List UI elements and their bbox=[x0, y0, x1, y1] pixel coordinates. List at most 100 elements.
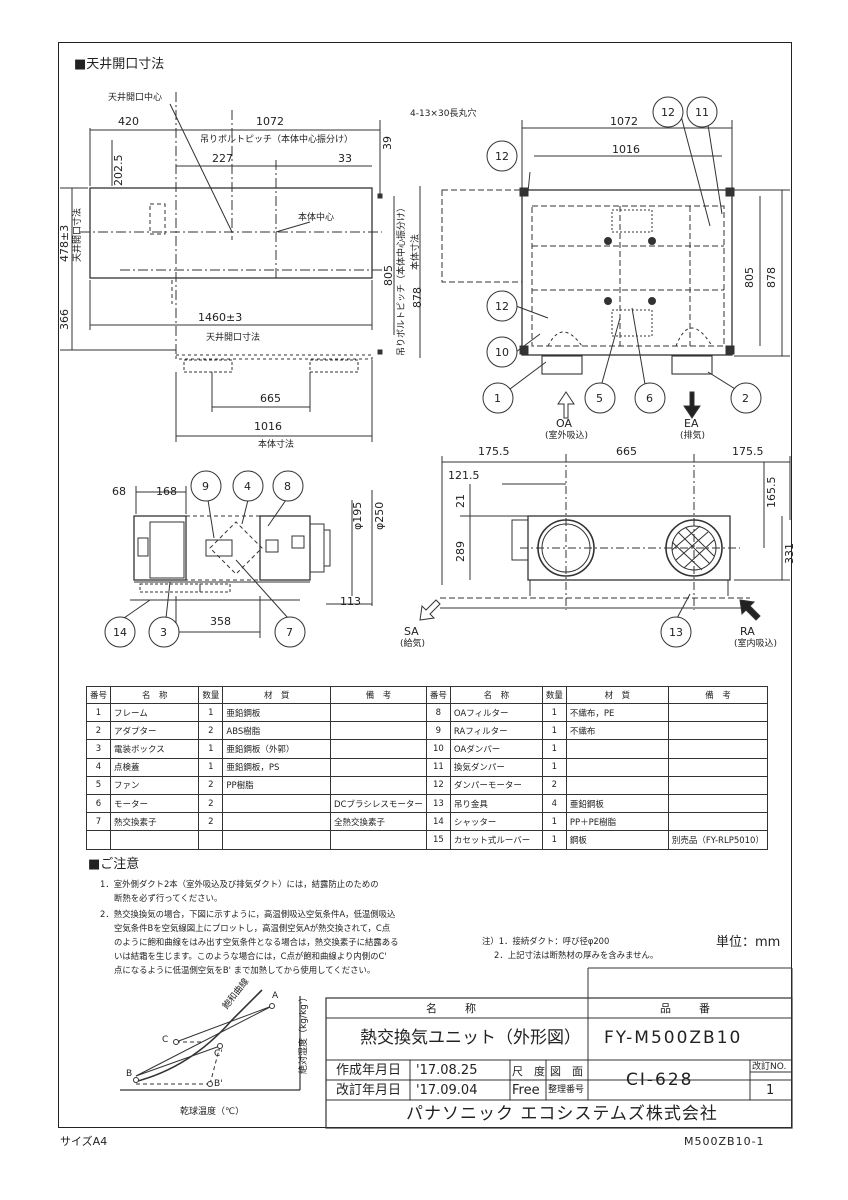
table-cell: PP樹脂 bbox=[222, 775, 332, 795]
table-cell bbox=[330, 702, 427, 723]
callout-4 bbox=[232, 470, 264, 502]
table-cell: アダプター bbox=[110, 721, 200, 741]
psychro-xlabel: 乾球温度（℃） bbox=[180, 1107, 245, 1117]
table-cell: 10 bbox=[425, 739, 451, 759]
dim-665-plan: 665 bbox=[260, 392, 281, 405]
product-name: 熱交換気ユニット（外形図） bbox=[360, 1028, 581, 1048]
callout-6 bbox=[634, 382, 666, 414]
table-cell: 鋼板 bbox=[565, 830, 669, 850]
table-cell: 2 bbox=[198, 793, 224, 814]
callout-14 bbox=[660, 616, 692, 648]
table-cell bbox=[565, 757, 669, 777]
table-cell: フレーム bbox=[110, 702, 200, 723]
callout-label: 12 bbox=[495, 300, 509, 313]
point-b: B bbox=[126, 1069, 133, 1079]
point-c: C bbox=[162, 1035, 169, 1045]
dim-113: 113 bbox=[340, 595, 361, 608]
table-cell: 11 bbox=[425, 757, 451, 777]
notes-heading: ■ご注意 bbox=[88, 857, 140, 872]
callout-label: 7 bbox=[286, 626, 293, 639]
slot-label: 4-13×30長丸穴 bbox=[410, 109, 477, 119]
dim-878-unit: 878 bbox=[765, 267, 778, 288]
table-cell bbox=[667, 793, 769, 814]
header-material: 材 質 bbox=[565, 686, 669, 704]
table-cell: 4 bbox=[541, 793, 567, 814]
note-2-line-3: のように飽和曲線をはみ出す空気条件となる場合は，熱交換素子に結露ある bbox=[114, 937, 399, 947]
table-cell bbox=[565, 739, 669, 759]
ea-sub-label: (排気) bbox=[680, 431, 706, 441]
callout-label: 14 bbox=[113, 626, 127, 639]
header-remarks: 備 考 bbox=[667, 686, 769, 704]
part-number: FY-M500ZB10 bbox=[604, 1028, 743, 1048]
table-cell bbox=[667, 721, 769, 741]
revision-number-label: 改訂NO. bbox=[752, 1062, 787, 1072]
callout-label: 10 bbox=[495, 346, 509, 359]
table-cell bbox=[667, 775, 769, 795]
ref-number: CI-628 bbox=[626, 1070, 694, 1090]
table-cell bbox=[330, 721, 427, 741]
body-size-horizontal: 本体寸法 bbox=[258, 440, 295, 450]
callout-3 bbox=[148, 616, 180, 648]
body-size-vertical: 本体寸法 bbox=[411, 233, 421, 270]
table-cell: 13 bbox=[425, 793, 451, 814]
body-center-label: 本体中心 bbox=[298, 213, 335, 223]
callout-label: 5 bbox=[596, 392, 603, 405]
table-cell: 1 bbox=[85, 702, 112, 723]
dim-478: 478±3 bbox=[58, 224, 71, 262]
dim-165-5: 165.5 bbox=[765, 476, 778, 509]
callout-label: 12 bbox=[495, 150, 509, 163]
table-cell bbox=[198, 830, 224, 850]
table-cell: 1 bbox=[541, 702, 567, 723]
callout-label: 6 bbox=[646, 392, 653, 405]
callout-label: 9 bbox=[202, 480, 209, 493]
table-cell bbox=[330, 739, 427, 759]
dim-68: 68 bbox=[112, 485, 126, 498]
table-cell: 2 bbox=[85, 721, 112, 741]
table-cell: 換気ダンパー bbox=[449, 757, 543, 777]
dim-1016-unit: 1016 bbox=[612, 143, 640, 156]
ra-label: RA bbox=[740, 625, 755, 638]
dim-227: 227 bbox=[212, 152, 233, 165]
scale-value: Free bbox=[512, 1083, 540, 1098]
header-no: 番号 bbox=[85, 686, 112, 704]
dim-39: 39 bbox=[381, 136, 394, 150]
table-cell: 2 bbox=[198, 775, 224, 795]
callout-1 bbox=[482, 382, 514, 414]
callout-label: 3 bbox=[160, 626, 167, 639]
dim-202-5: 202.5 bbox=[112, 154, 125, 187]
footnote-2: 2．上記寸法は断熱材の厚みを含みません。 bbox=[494, 950, 659, 960]
table-cell bbox=[85, 830, 112, 850]
table-cell: 2 bbox=[541, 775, 567, 795]
bolt-pitch-vertical: 吊りボルトピッチ（本体中心振分け） bbox=[397, 202, 407, 356]
callout-8 bbox=[272, 470, 304, 502]
callout-label: 2 bbox=[742, 392, 749, 405]
table-cell bbox=[330, 775, 427, 795]
created-date: '17.08.25 bbox=[416, 1063, 478, 1078]
ceiling-opening-outline bbox=[89, 187, 373, 279]
callout-12-top bbox=[652, 96, 684, 128]
table-cell: 4 bbox=[85, 757, 112, 777]
dim-1072-unit: 1072 bbox=[610, 115, 638, 128]
dim-175-right: 175.5 bbox=[732, 445, 764, 458]
table-cell bbox=[222, 812, 332, 832]
note-2-line-2: 空気条件Bを空気線図上にプロットし，高温側空気Aが熱交換されて，C点 bbox=[114, 923, 391, 933]
header-material: 材 質 bbox=[222, 686, 332, 704]
footnote-1: 注）1．接続ダクト：呼び径φ200 bbox=[482, 936, 610, 946]
table-cell: 5 bbox=[85, 775, 112, 795]
callout-label: 11 bbox=[695, 106, 709, 119]
dim-1016-plan: 1016 bbox=[254, 420, 282, 433]
ra-sub-label: (室内吸込) bbox=[734, 639, 778, 649]
table-cell: OAダンパー bbox=[449, 739, 543, 759]
table-cell: 7 bbox=[85, 812, 112, 832]
table-cell: 12 bbox=[425, 775, 451, 795]
table-cell: 1 bbox=[198, 757, 224, 777]
table-cell: 1 bbox=[541, 739, 567, 759]
ref-label: 整理番号 bbox=[548, 1085, 585, 1095]
table-cell: PP＋PE樹脂 bbox=[565, 812, 669, 832]
table-cell: 不織布 bbox=[565, 721, 669, 741]
